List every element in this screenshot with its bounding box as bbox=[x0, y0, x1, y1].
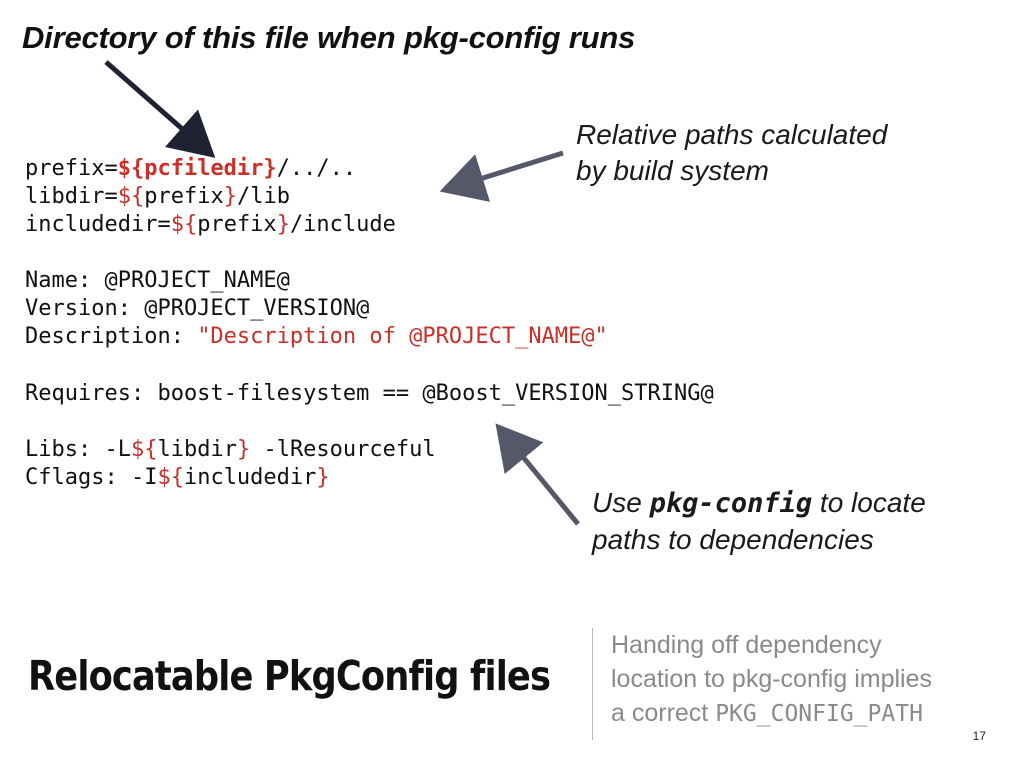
annotation-relative-paths: Relative paths calculated by build syste… bbox=[576, 119, 888, 186]
code-pcfiledir-variable: ${pcfiledir} bbox=[117, 156, 277, 181]
code-line-prefix: prefix=${pcfiledir}/../.. bbox=[25, 156, 357, 181]
page-number: 17 bbox=[972, 729, 986, 743]
code-line-requires: Requires: boost-filesystem == @Boost_VER… bbox=[25, 381, 714, 406]
arrow-to-pcfiledir bbox=[104, 60, 216, 158]
annotation-pkg-config: Use pkg-config to locate paths to depend… bbox=[592, 487, 926, 555]
top-annotation-title: Directory of this file when pkg-config r… bbox=[22, 20, 636, 55]
pkg-config-path-inline-code: PKG_CONFIG_PATH bbox=[715, 701, 923, 727]
arrow-to-requires bbox=[495, 423, 580, 526]
title-divider bbox=[592, 628, 593, 740]
code-description-string: "Description of @PROJECT_NAME@" bbox=[197, 324, 608, 349]
side-note: Handing off dependency location to pkg-c… bbox=[611, 631, 932, 727]
code-line-libs: Libs: -L${libdir} -lResourceful bbox=[25, 437, 436, 462]
code-line-description: Description: "Description of @PROJECT_NA… bbox=[25, 324, 608, 349]
code-line-version: Version: @PROJECT_VERSION@ bbox=[25, 296, 370, 321]
pkg-config-inline-code: pkg-config bbox=[649, 488, 813, 519]
code-line-libdir: libdir=${prefix}/lib bbox=[25, 184, 290, 209]
code-line-includedir: includedir=${prefix}/include bbox=[25, 212, 396, 237]
code-line-name: Name: @PROJECT_NAME@ bbox=[25, 268, 290, 293]
code-line-cflags: Cflags: -I${includedir} bbox=[25, 465, 330, 490]
arrow-to-relative-paths bbox=[439, 150, 564, 202]
slide-title: Relocatable PkgConfig files bbox=[28, 652, 551, 700]
